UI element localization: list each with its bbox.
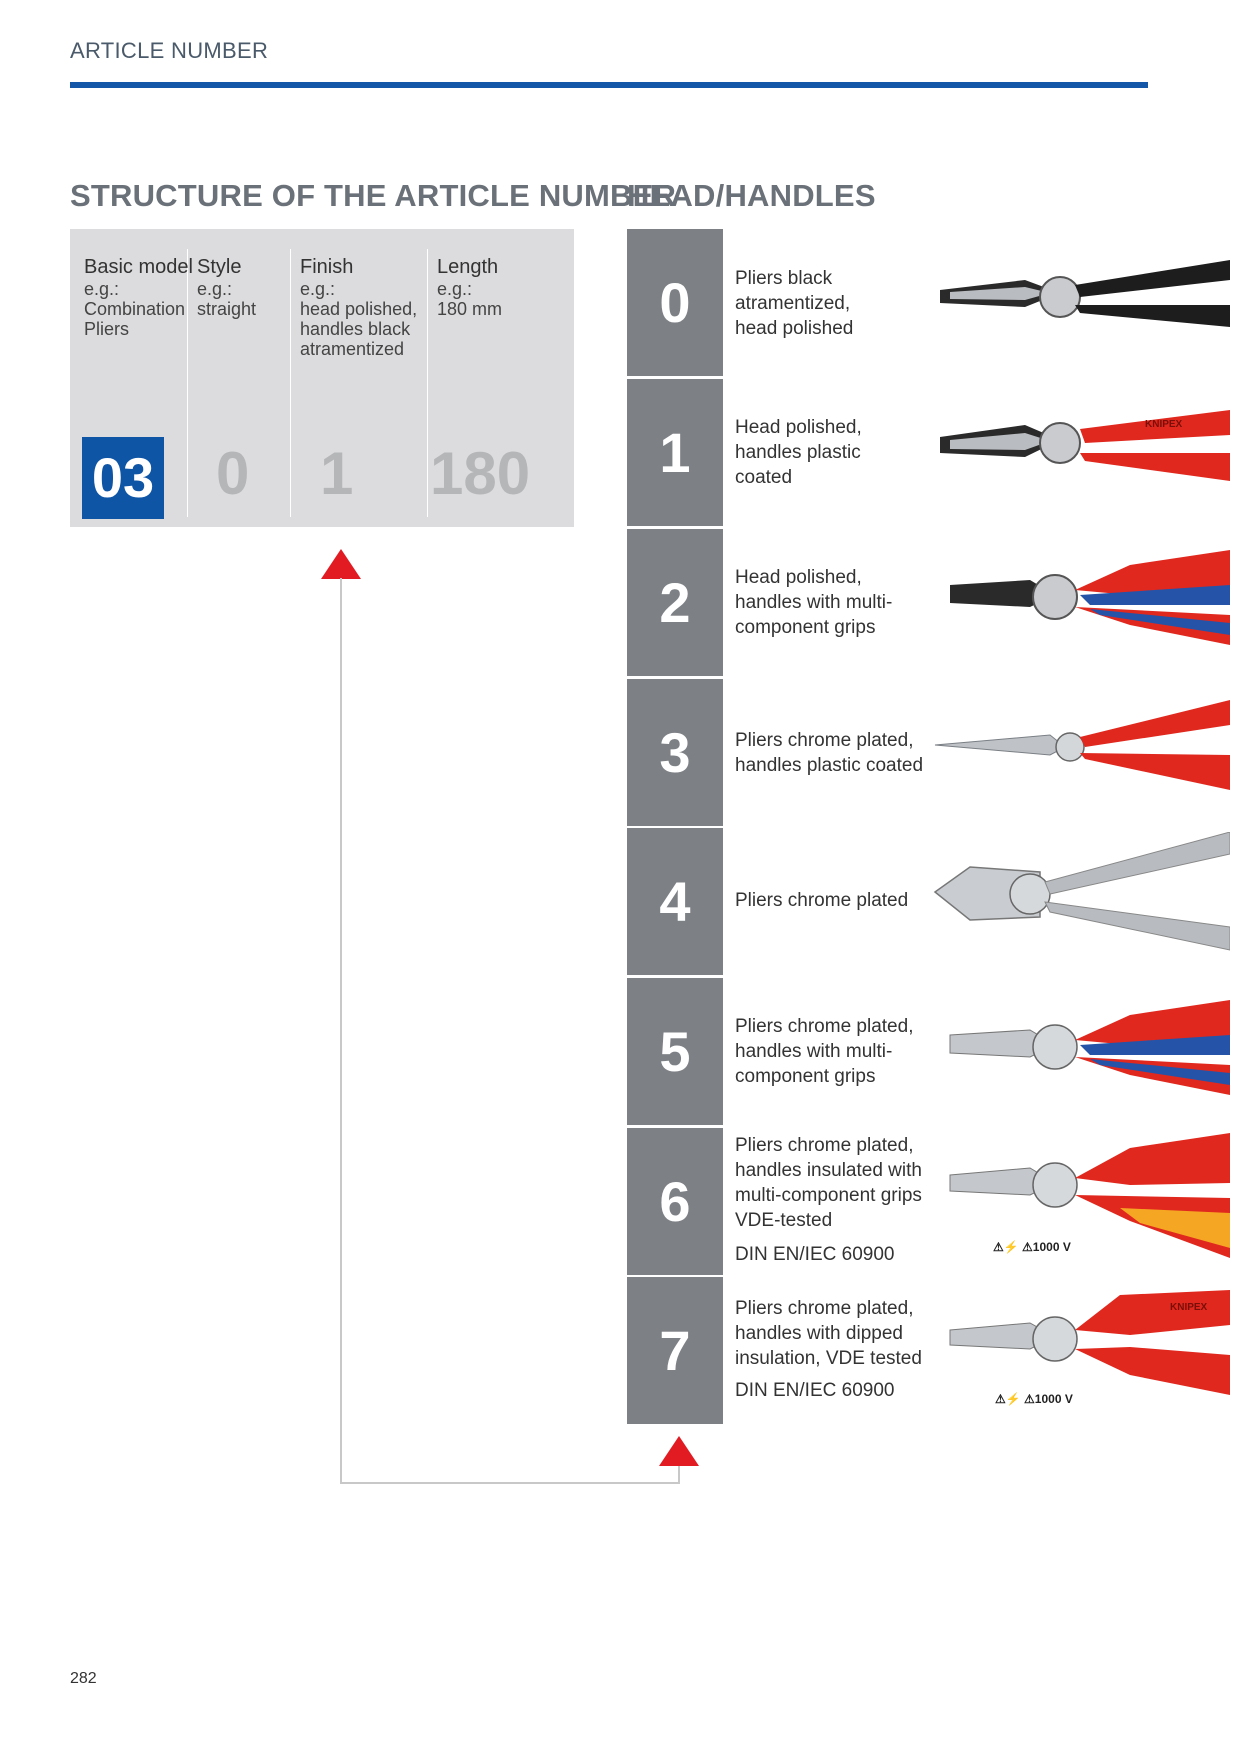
pliers-black-image [940,260,1230,327]
vde-1000v-icon: ⚠⚡ ⚠1000 V [993,1240,1071,1254]
option-description: Pliers black atramentized, head polished [735,268,854,339]
option-standard: DIN EN/IEC 60900 [735,1380,895,1401]
column-separator [290,249,291,517]
pliers-needle-nose-image [934,700,1230,790]
connector-line [340,578,342,1484]
page-number: 282 [70,1670,97,1687]
vde-label: 1000 V [1032,1240,1071,1254]
pliers-vde-insulated-image [949,1133,1230,1258]
header-rule [70,82,1148,88]
column-separator [427,249,428,517]
option-standard: DIN EN/IEC 60900 [735,1244,895,1265]
option-description: Pliers chrome plated [735,890,909,911]
brand-mark: KNIPEX [1170,1302,1208,1313]
connector-line [678,1465,680,1484]
basic-model-value: 03 [82,437,164,519]
column-example: e.g.: 180 mm [437,279,503,319]
finish-value: 1 [320,440,354,507]
option-description: Pliers chrome plated, handles insulated … [735,1135,922,1231]
pliers-diagonal-cutter-image [933,832,1230,951]
arrow-up-icon [321,549,361,579]
connector-line [340,1482,680,1484]
structure-title: STRUCTURE OF THE ARTICLE NUMBER [70,178,677,213]
column-example: e.g.: straight [197,279,257,319]
brand-mark: KNIPEX [1145,419,1183,430]
option-number: 0 [627,229,723,376]
header-label: ARTICLE NUMBER [70,38,269,63]
column-basic-model: Basic model e.g.: Combination Pliers [84,257,193,339]
option-number: 1 [627,379,723,526]
column-heading: Basic model [84,256,193,278]
style-value: 0 [216,440,250,507]
option-number: 4 [627,828,723,975]
pliers-multicomponent-image [950,550,1230,645]
pliers-chrome-multicomponent-image [949,1000,1230,1095]
column-heading: Finish [300,256,354,278]
option-description: Head polished, handles plastic coated [735,417,862,488]
pliers-dipped-insulation-image: KNIPEX [949,1290,1230,1395]
length-value: 180 [430,440,531,507]
column-style: Style e.g.: straight [197,257,256,319]
option-number: 6 [627,1128,723,1275]
option-description: Head polished, handles with multi- compo… [735,567,893,638]
pliers-red-coated-image: KNIPEX [940,410,1230,481]
column-example: e.g.: Combination Pliers [84,279,186,339]
option-number: 7 [627,1277,723,1424]
vde-label: 1000 V [1034,1392,1073,1406]
arrow-up-icon [659,1436,699,1466]
vde-1000v-icon: ⚠⚡ ⚠1000 V [995,1392,1073,1406]
head-handles-title: HEAD/HANDLES [627,178,876,213]
option-description: Pliers chrome plated, handles with dippe… [735,1298,922,1369]
structure-box: Basic model e.g.: Combination Pliers Sty… [70,229,574,527]
column-length: Length e.g.: 180 mm [437,257,502,319]
option-description: Pliers chrome plated, handles with multi… [735,1016,914,1087]
option-number: 5 [627,978,723,1125]
column-separator [187,249,188,517]
option-number: 3 [627,679,723,826]
column-heading: Length [437,256,499,278]
option-number: 2 [627,529,723,676]
column-finish: Finish e.g.: head polished, handles blac… [300,257,417,359]
column-heading: Style [197,256,242,278]
option-description: Pliers chrome plated, handles plastic co… [735,730,924,776]
column-example: e.g.: head polished, handles black atram… [300,279,418,359]
